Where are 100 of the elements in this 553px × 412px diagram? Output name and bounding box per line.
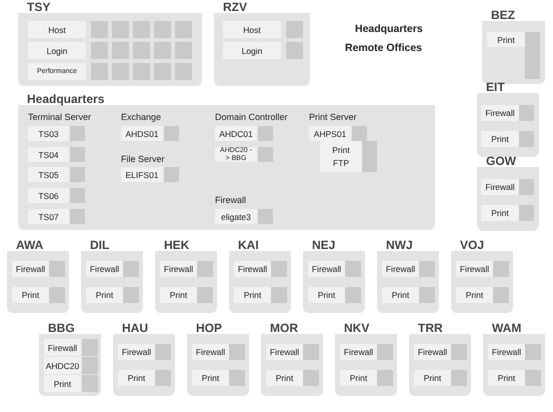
panel-heading: WAM: [492, 321, 522, 335]
panel-heading: HAU: [122, 321, 148, 335]
host-label: Firewall: [234, 261, 271, 277]
section-heading: Domain Controller: [215, 112, 288, 122]
host-label: AHDS01: [121, 126, 163, 141]
office-panel: [18, 94, 435, 230]
host-label: Print: [12, 287, 49, 303]
legend-heading: Remote Offices: [345, 42, 422, 54]
status-indicator: [303, 344, 319, 360]
status-indicator: [164, 126, 179, 141]
host-label: Firewall: [481, 105, 519, 121]
host-label: Print: [481, 131, 519, 147]
office-panel: [7, 240, 69, 313]
status-indicator: [133, 21, 150, 38]
panel-heading: TSY: [27, 0, 50, 14]
host-label: Firewall: [456, 261, 493, 277]
host-label: Firewall: [481, 179, 519, 195]
status-indicator: [493, 261, 509, 277]
status-indicator: [175, 21, 192, 38]
panel-heading: NKV: [344, 321, 370, 335]
host-label: Print: [266, 370, 303, 386]
host-label: Print: [481, 205, 519, 221]
host-label: TS07: [28, 209, 69, 224]
status-indicator: [377, 344, 393, 360]
host-label: Host: [223, 21, 281, 38]
status-indicator: [175, 42, 192, 59]
service-label: Print: [332, 144, 350, 155]
host-label: Login: [223, 42, 281, 59]
status-indicator: [271, 261, 287, 277]
status-indicator: [229, 344, 245, 360]
status-indicator: [451, 344, 467, 360]
status-indicator: [345, 287, 361, 303]
status-indicator: [362, 141, 377, 172]
host-label: Firewall: [414, 344, 451, 360]
host-label: Print: [456, 287, 493, 303]
status-indicator: [525, 370, 541, 386]
status-indicator: [286, 42, 303, 59]
status-indicator: [175, 63, 192, 80]
status-indicator: [70, 147, 85, 162]
status-indicator: [82, 357, 98, 374]
host-label: AHDC20: [44, 357, 81, 374]
status-indicator: [197, 261, 213, 277]
host-label: Print: [487, 32, 525, 47]
status-indicator: [258, 147, 273, 162]
office-panel: [39, 323, 101, 396]
host-label: Firewall: [86, 261, 123, 277]
label-card: [320, 141, 362, 172]
section-heading: Terminal Server: [28, 112, 92, 122]
status-indicator: [419, 261, 435, 277]
status-indicator: [303, 370, 319, 386]
office-panel: [482, 10, 545, 84]
panel-heading: NEJ: [312, 238, 336, 252]
status-indicator: [112, 21, 129, 38]
status-indicator: [525, 32, 540, 79]
host-label: Print: [382, 287, 419, 303]
host-label: Firewall: [488, 344, 525, 360]
host-label: ELIFS01: [121, 167, 163, 182]
host-label: Firewall: [382, 261, 419, 277]
office-panel: [229, 240, 291, 313]
panel-heading: MOR: [270, 321, 298, 335]
section-heading: File Server: [121, 154, 165, 164]
host-label: Print: [488, 370, 525, 386]
panel-heading: HOP: [196, 321, 222, 335]
section-heading: Exchange: [121, 112, 162, 122]
status-indicator: [451, 370, 467, 386]
status-indicator: [154, 42, 171, 59]
legend-heading: Headquarters: [355, 23, 423, 35]
panel-heading: Headquarters: [27, 92, 104, 106]
status-indicator: [154, 63, 171, 80]
status-indicator: [197, 287, 213, 303]
office-panel: [261, 323, 323, 396]
office-panel: [187, 323, 249, 396]
panel-heading: AWA: [16, 238, 44, 252]
section-heading: Firewall: [215, 195, 246, 205]
host-label: Firewall: [12, 261, 49, 277]
status-indicator: [70, 126, 85, 141]
status-indicator: [70, 167, 85, 182]
status-indicator: [49, 261, 65, 277]
office-panel: [335, 323, 397, 396]
status-indicator: [82, 375, 98, 392]
status-indicator: [155, 344, 171, 360]
host-label: Login: [28, 42, 86, 59]
host-label: AHDC01: [215, 126, 257, 141]
panel-heading: GOW: [486, 154, 516, 168]
status-indicator: [112, 42, 129, 59]
host-label: Firewall: [308, 261, 345, 277]
host-label: TS03: [28, 126, 69, 141]
service-label: FTP: [332, 158, 350, 168]
office-panel: [409, 323, 471, 396]
status-indicator: [91, 21, 108, 38]
status-indicator: [154, 21, 171, 38]
host-label: Firewall: [44, 339, 81, 356]
status-indicator: [525, 344, 541, 360]
status-indicator: [519, 131, 534, 147]
panel-heading: DIL: [90, 238, 110, 252]
status-indicator: [519, 105, 534, 121]
status-indicator: [133, 63, 150, 80]
host-label: Print: [160, 287, 197, 303]
panel-heading: TRR: [418, 321, 443, 335]
host-label: Print: [234, 287, 271, 303]
